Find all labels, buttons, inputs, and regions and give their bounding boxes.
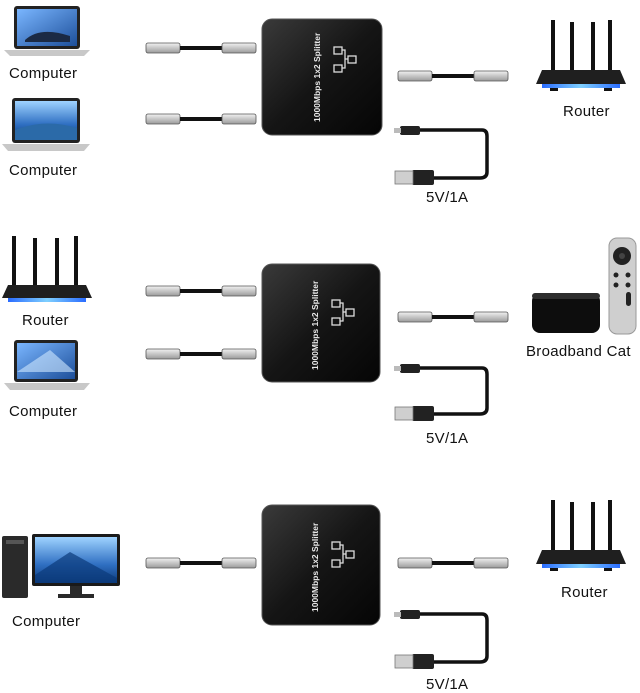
splitter-label: 1000Mbps 1x2 Splitter (312, 32, 322, 122)
splitter-box (261, 18, 383, 136)
ethernet-cable-icon (145, 113, 257, 125)
device-label-router: Router (561, 584, 608, 601)
device-label-computer: Computer (12, 613, 81, 630)
ethernet-cable-icon (145, 348, 257, 360)
power-label: 5V/1A (426, 430, 469, 447)
device-label-computer: Computer (9, 162, 78, 179)
router-icon (536, 20, 626, 91)
router-icon (2, 236, 92, 302)
device-label-router: Router (22, 312, 69, 329)
remote-control-icon (608, 237, 637, 335)
network-icon (331, 299, 355, 326)
device-label-broadband: Broadband Cat (526, 343, 631, 360)
power-label: 5V/1A (426, 676, 469, 693)
network-icon (333, 46, 357, 73)
ethernet-cable-icon (145, 285, 257, 297)
power-label: 5V/1A (426, 189, 469, 206)
usb-power-cable-icon (394, 126, 489, 185)
laptop-icon (2, 98, 90, 151)
splitter-label: 1000Mbps 1x2 Splitter (310, 280, 320, 370)
splitter-box (261, 263, 381, 383)
device-label-computer: Computer (9, 65, 78, 82)
ethernet-cable-icon (145, 42, 257, 54)
splitter-box (261, 504, 381, 626)
ethernet-cable-icon (397, 70, 509, 82)
router-icon (536, 500, 626, 571)
ethernet-cable-icon (397, 311, 509, 323)
usb-power-cable-icon (394, 610, 489, 669)
ethernet-cable-icon (145, 557, 257, 569)
laptop-icon (4, 340, 90, 390)
network-icon (331, 541, 355, 568)
device-label-router: Router (563, 103, 610, 120)
set-top-box-icon (532, 293, 600, 333)
desktop-computer-icon (2, 534, 120, 598)
ethernet-cable-icon (397, 557, 509, 569)
usb-power-cable-icon (394, 364, 489, 421)
laptop-icon (4, 6, 90, 56)
device-label-computer: Computer (9, 403, 78, 420)
splitter-label: 1000Mbps 1x2 Splitter (310, 522, 320, 612)
